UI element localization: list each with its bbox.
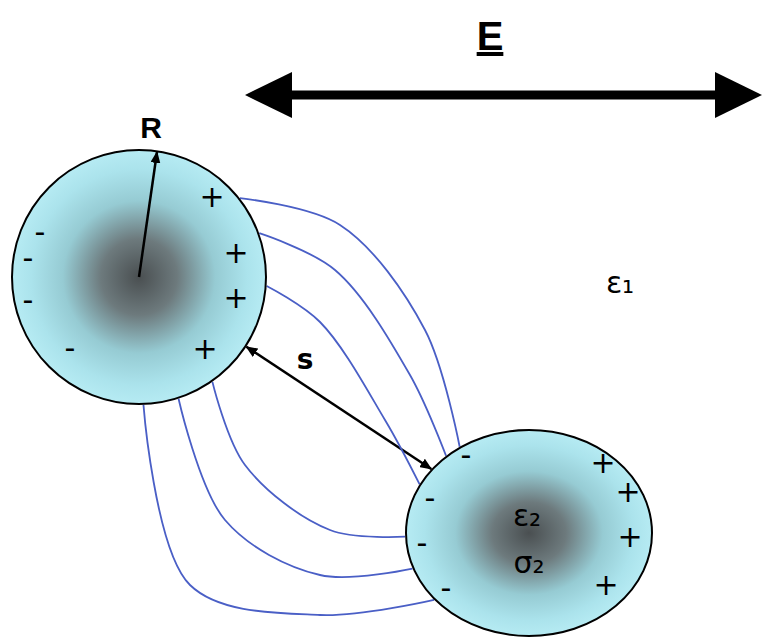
charge-sign: -	[441, 573, 452, 603]
separation-label: s	[297, 346, 314, 374]
charge-sign: -	[65, 333, 76, 363]
charge-sign: +	[617, 522, 642, 552]
field-line	[267, 286, 420, 484]
permittivity-label: ε₂	[513, 501, 541, 531]
charge-sign: -	[23, 285, 34, 315]
radius-arrow	[139, 152, 157, 277]
charge-sign: -	[417, 528, 428, 558]
field-line	[259, 233, 446, 455]
field-line	[179, 399, 413, 577]
medium-permittivity-label: ε₁	[606, 268, 634, 298]
charge-sign: +	[223, 283, 248, 313]
charge-sign: +	[590, 448, 615, 478]
charge-sign: +	[593, 570, 618, 600]
charge-sign: -	[35, 217, 46, 247]
field-label: E	[477, 16, 504, 56]
charge-sign: +	[192, 334, 217, 364]
charge-sign: -	[461, 440, 472, 470]
field-line	[143, 405, 434, 615]
sphere: ε₂σ₂----++++	[405, 429, 653, 637]
field-line	[212, 382, 405, 537]
charge-sign: -	[425, 483, 436, 513]
sphere: R----++++	[11, 149, 267, 405]
charge-sign: +	[615, 477, 640, 507]
field-direction-arrow	[245, 72, 762, 118]
sphere-outline	[405, 429, 653, 637]
charge-sign: +	[199, 182, 224, 212]
sphere-outline	[11, 149, 267, 405]
charge-sign: -	[23, 243, 34, 273]
conductivity-label: σ₂	[513, 548, 544, 578]
radius-label: R	[140, 113, 162, 143]
charge-sign: +	[223, 238, 248, 268]
